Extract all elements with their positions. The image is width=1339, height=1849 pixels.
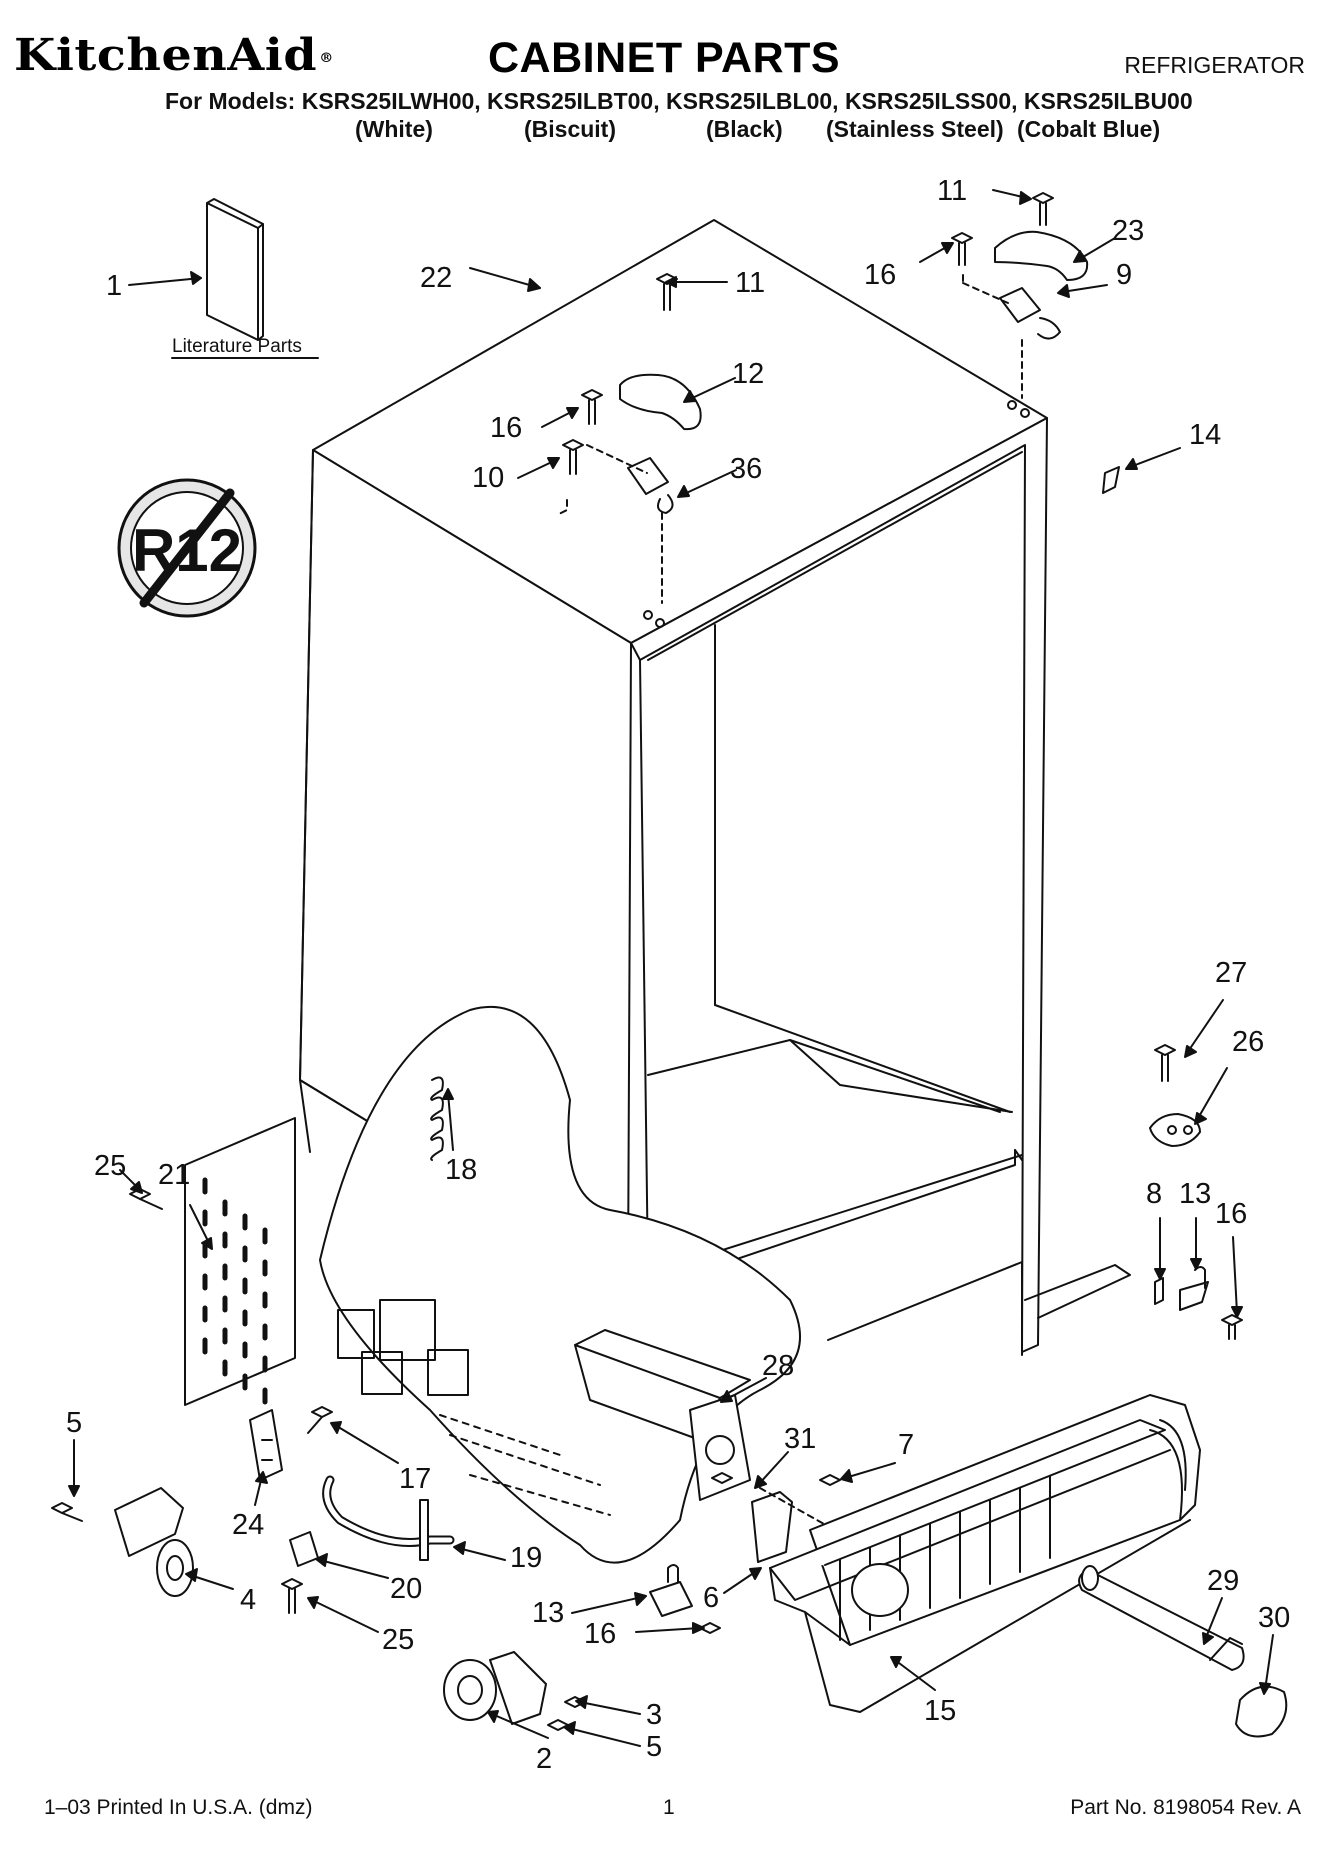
rear-access-cover (129, 1117, 296, 1406)
model-list: For Models: KSRS25ILWH00, KSRS25ILBT00, … (165, 88, 1193, 114)
callout-6: 6 (703, 1582, 719, 1614)
callout-31: 31 (784, 1423, 816, 1455)
callout-26: 26 (1232, 1026, 1264, 1058)
color-stainless: (Stainless Steel) (826, 116, 1004, 142)
front-roller-right (443, 1651, 586, 1731)
callout-11-left: 11 (735, 267, 765, 299)
callout-2: 2 (536, 1743, 552, 1775)
callout-3: 3 (646, 1699, 662, 1731)
callout-11-right: 11 (937, 175, 967, 207)
callout-10: 10 (472, 462, 504, 494)
part-number: Part No. 8198054 Rev. A (1070, 1796, 1301, 1819)
water-filter (1078, 1565, 1288, 1738)
callout-15: 15 (924, 1695, 956, 1727)
callout-18: 18 (445, 1154, 477, 1186)
callout-5-left: 5 (66, 1407, 82, 1439)
callout-17: 17 (399, 1463, 431, 1495)
callout-4: 4 (240, 1584, 256, 1616)
callout-9: 9 (1116, 259, 1132, 291)
callout-12: 12 (732, 358, 764, 390)
color-white: (White) (355, 116, 433, 142)
lower-left-parts (249, 1406, 455, 1614)
callout-29: 29 (1207, 1565, 1239, 1597)
front-roller-left (51, 1487, 194, 1597)
callout-36: 36 (730, 453, 762, 485)
part-14-clip (1102, 466, 1120, 494)
callout-19: 19 (510, 1542, 542, 1574)
color-black: (Black) (706, 116, 783, 142)
callout-25-lower: 25 (382, 1624, 414, 1656)
callout-23: 23 (1112, 215, 1144, 247)
page-title: CABINET PARTS (488, 34, 841, 82)
callout-13-right: 13 (1179, 1178, 1211, 1210)
callout-30: 30 (1258, 1602, 1290, 1634)
base-grille (769, 1394, 1201, 1713)
callout-1: 1 (106, 270, 122, 302)
brand-name: KitchenAid (14, 30, 318, 81)
color-cobalt: (Cobalt Blue) (1017, 116, 1161, 142)
callout-16-left: 16 (490, 412, 522, 444)
callout-28: 28 (762, 1350, 794, 1382)
callout-24: 24 (232, 1509, 264, 1541)
no-r12-symbol: R12 (117, 478, 257, 618)
callout-7: 7 (898, 1429, 914, 1461)
page-number: 1 (663, 1796, 675, 1819)
literature-label: Literature Parts (172, 336, 302, 357)
top-hinge-left-assembly (556, 273, 702, 628)
brand-logo: KitchenAid® (14, 30, 334, 81)
callout-27: 27 (1215, 957, 1247, 989)
callout-16-lower: 16 (584, 1618, 616, 1650)
callout-numbers: 1 22 11 12 16 10 36 11 16 23 9 14 27 26 … (66, 175, 1290, 1775)
machine-compartment-cutaway (319, 1005, 801, 1564)
callout-leaders (68, 189, 1274, 1747)
callout-20: 20 (390, 1573, 422, 1605)
print-info: 1–03 Printed In U.S.A. (dmz) (44, 1796, 313, 1819)
callout-8: 8 (1146, 1178, 1162, 1210)
callout-14: 14 (1189, 419, 1221, 451)
callout-16-right: 16 (864, 259, 896, 291)
literature-booklet (171, 198, 319, 359)
callout-5-lower: 5 (646, 1731, 662, 1763)
callout-25-upper: 25 (94, 1150, 126, 1182)
callout-22: 22 (420, 262, 452, 294)
callout-21: 21 (158, 1159, 190, 1191)
color-biscuit: (Biscuit) (524, 116, 616, 142)
top-hinge-right-assembly (951, 192, 1089, 418)
callout-16-lower-right: 16 (1215, 1198, 1247, 1230)
appliance-category: REFRIGERATOR (1124, 52, 1305, 78)
callout-13-lower: 13 (532, 1597, 564, 1629)
registered-mark: ® (319, 51, 334, 66)
